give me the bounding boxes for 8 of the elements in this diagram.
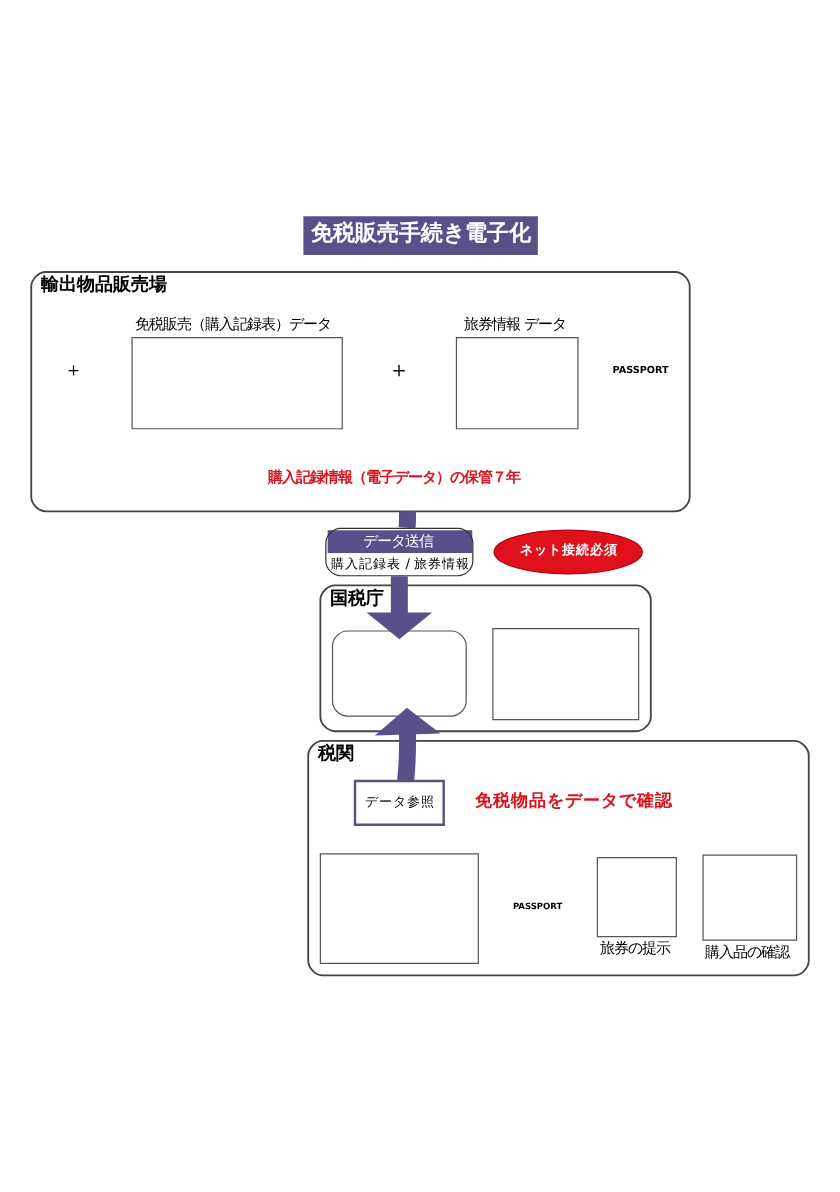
label: 免税物品をデータで確認 xyxy=(475,791,674,812)
connector xyxy=(398,510,417,528)
cluster: 国税庁 xyxy=(319,583,652,732)
arrow xyxy=(374,706,441,781)
label: ＋ xyxy=(64,359,85,382)
arrow xyxy=(366,575,433,639)
diagram-title: 免税販売手続き電子化 xyxy=(310,218,531,245)
label: ＋ xyxy=(387,355,410,382)
